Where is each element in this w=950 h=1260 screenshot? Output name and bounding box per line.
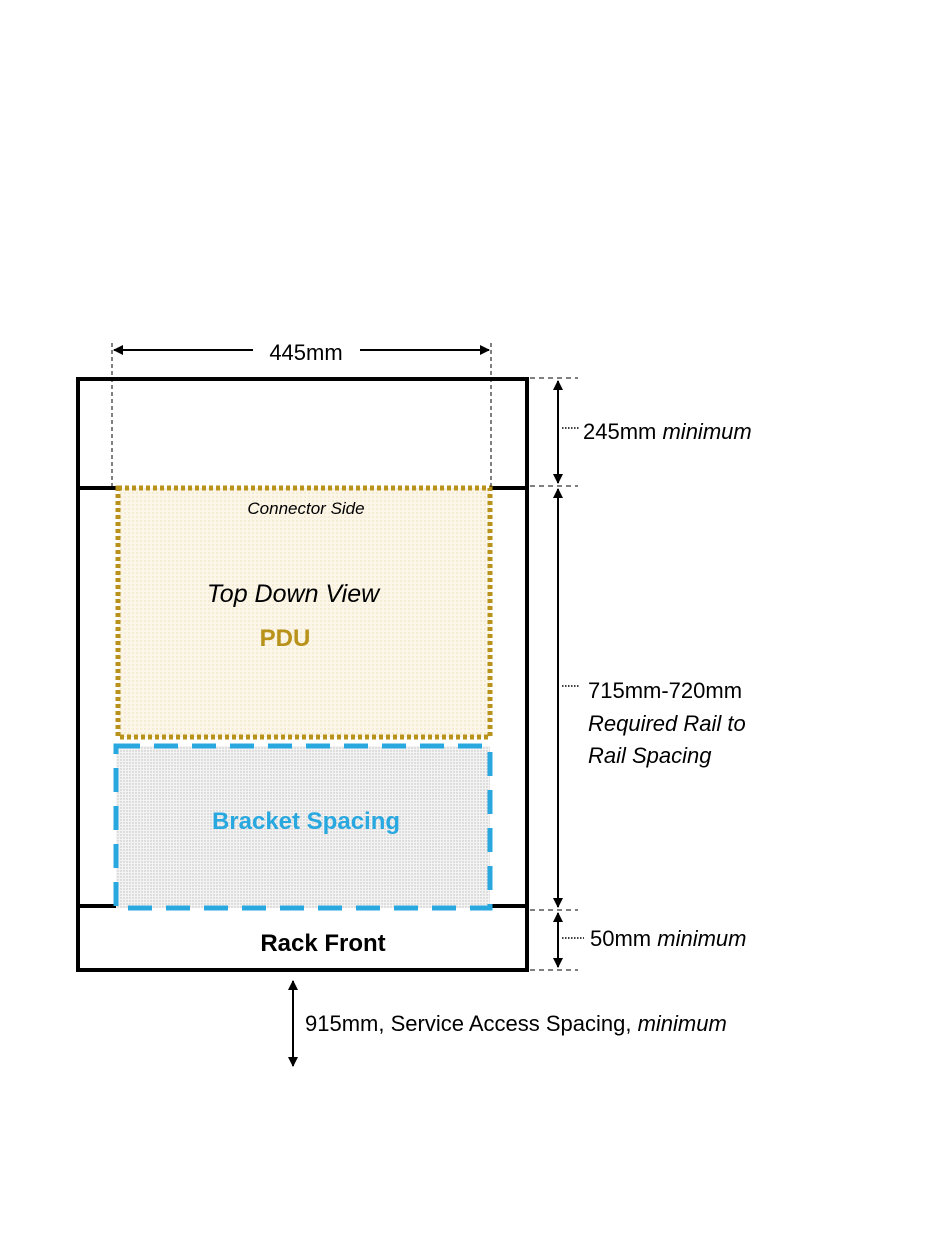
rail-spacing-line2: Rail Spacing [588,743,712,768]
rail-spacing-line1: Required Rail to [588,711,746,736]
top-down-view-label: Top Down View [207,580,381,608]
service-access-label: 915mm, Service Access Spacing, minimum [305,1011,727,1036]
connector-side-label: Connector Side [247,499,364,518]
bracket-spacing-label: Bracket Spacing [212,808,400,835]
rack-front-label: Rack Front [260,930,385,957]
top-gap-label: 245mm minimum [583,419,752,444]
pdu-box [118,488,490,737]
rail-spacing-value: 715mm-720mm [588,678,742,703]
bottom-gap-label: 50mm minimum [590,926,746,951]
width-label: 445mm [269,340,342,365]
pdu-label: PDU [260,625,311,652]
